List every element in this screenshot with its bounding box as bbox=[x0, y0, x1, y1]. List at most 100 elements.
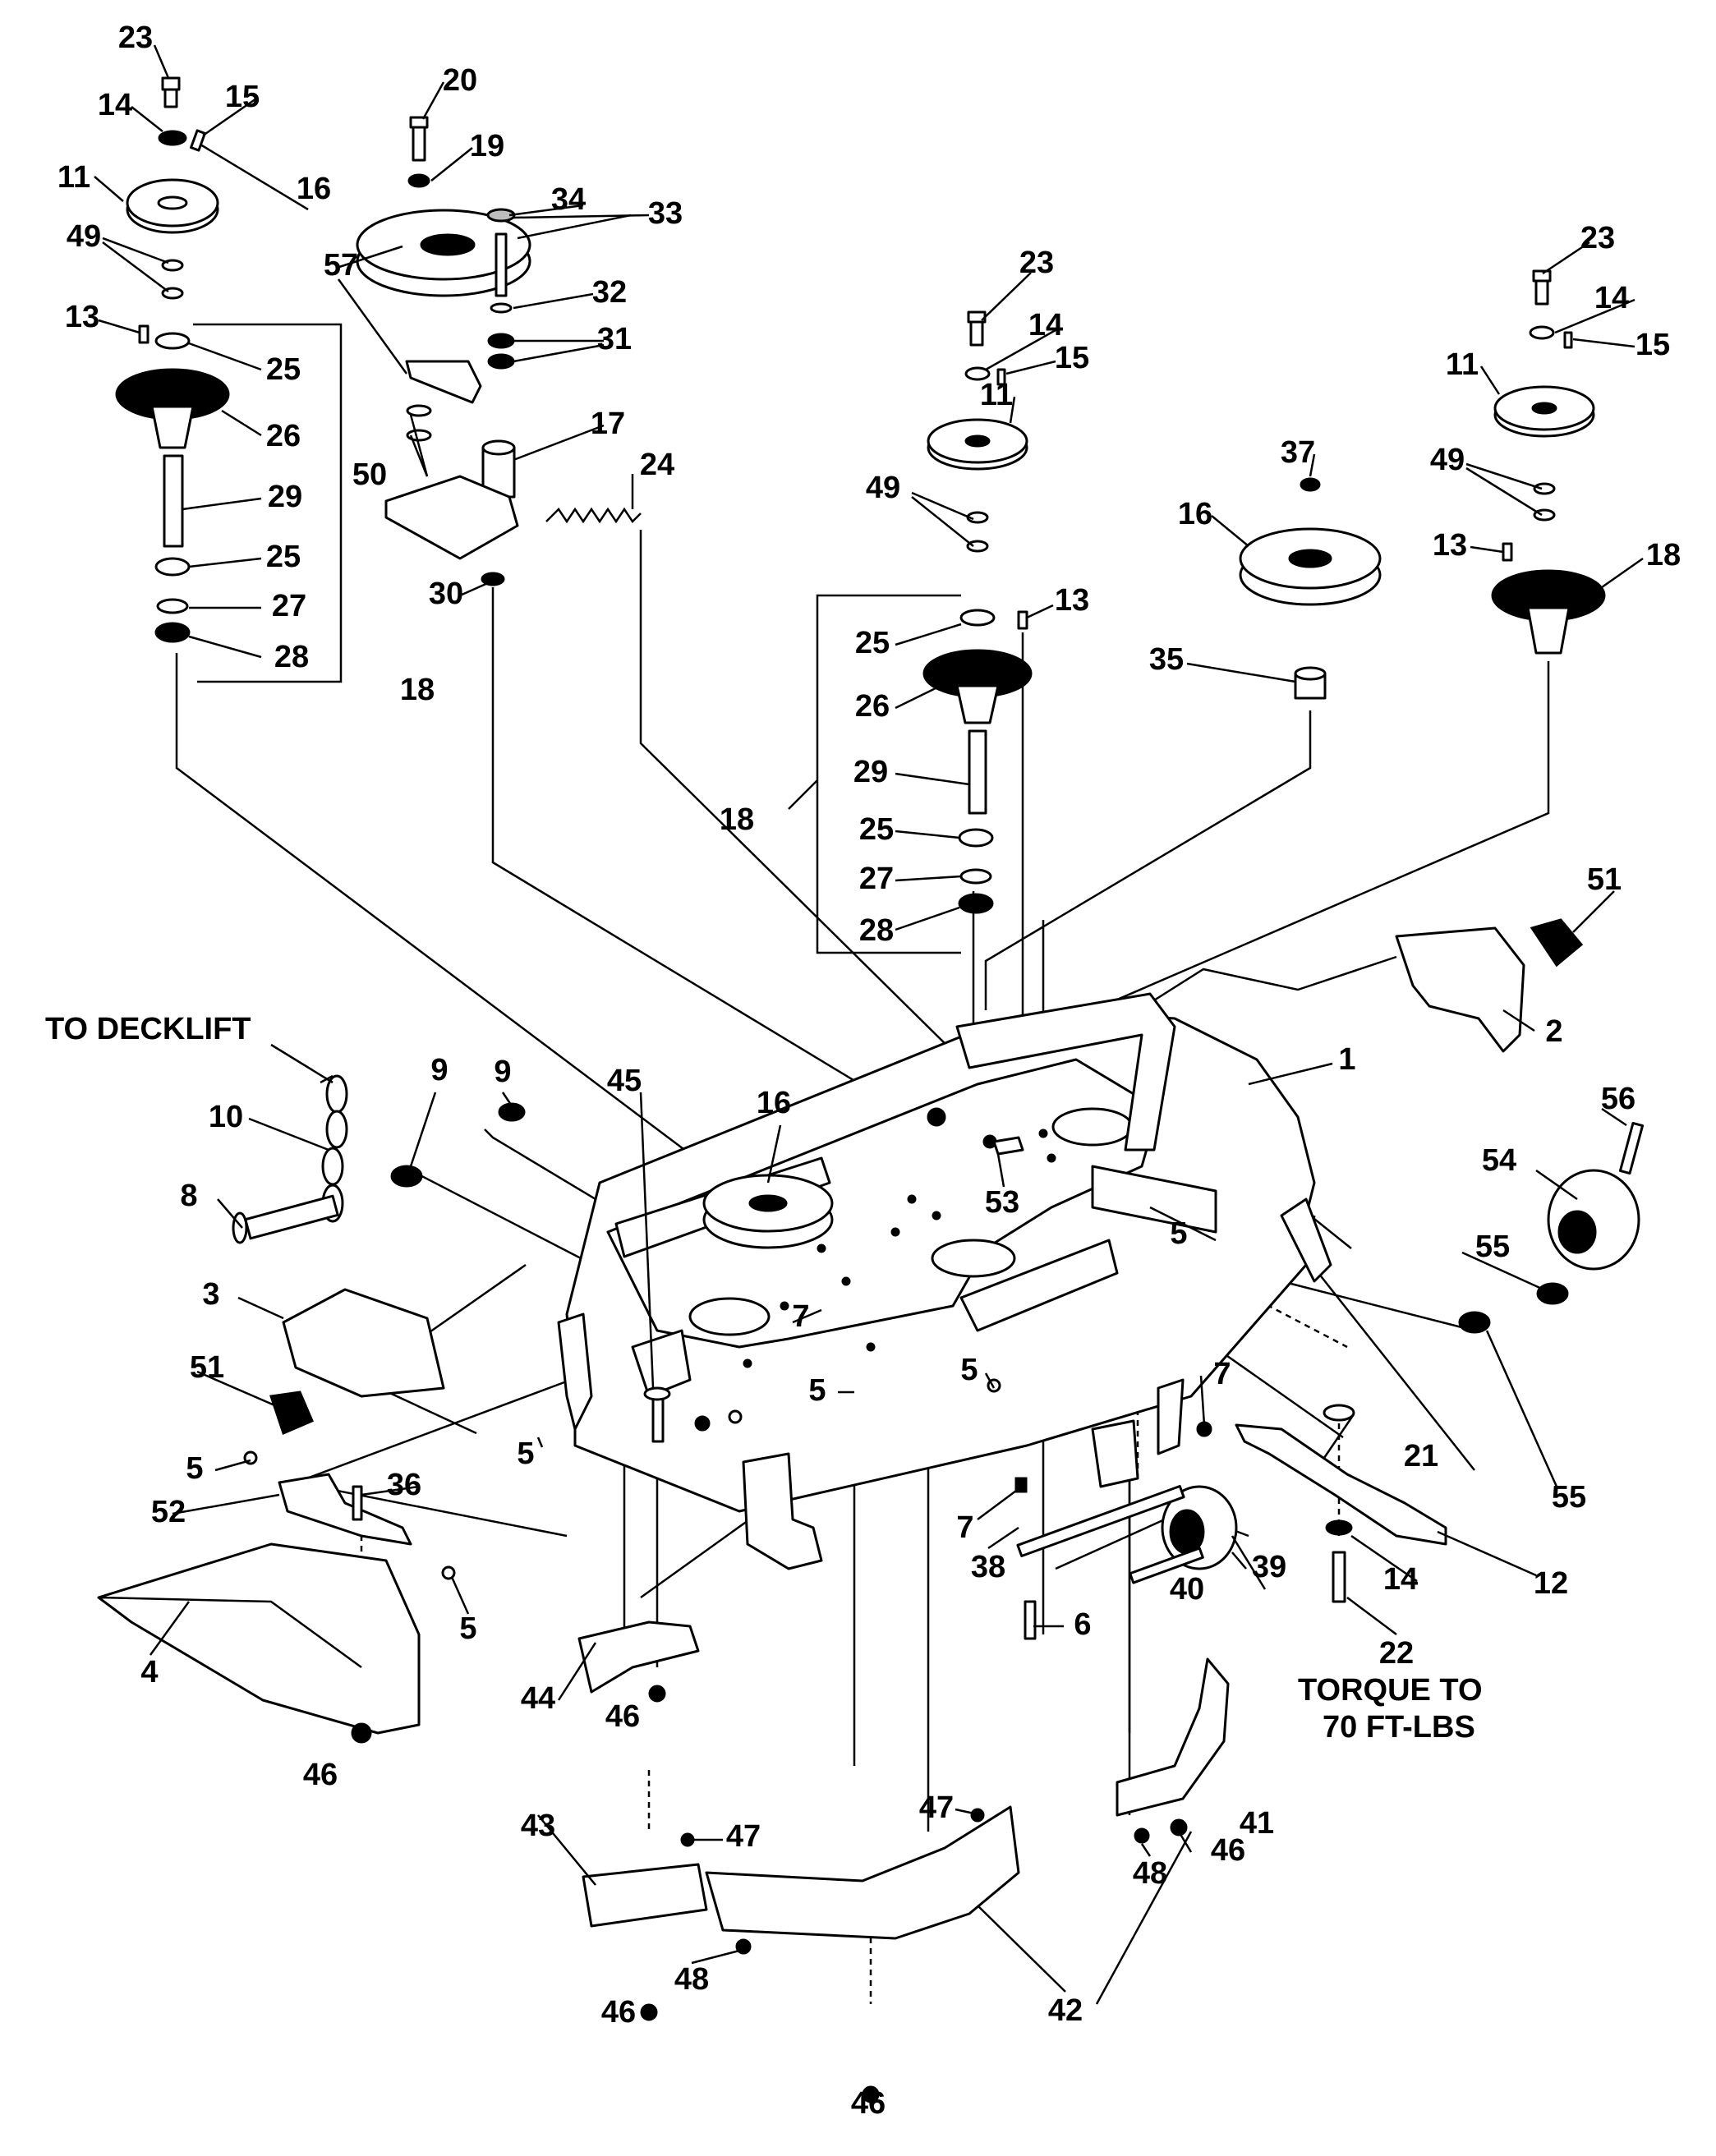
nut-37-icon bbox=[1300, 477, 1321, 492]
callout-label: 7 bbox=[1213, 1357, 1231, 1391]
axle-38-icon bbox=[1016, 1485, 1185, 1557]
callout-label: 18 bbox=[400, 673, 435, 707]
callout-label: 57 bbox=[324, 248, 358, 283]
callout-label: 46 bbox=[605, 1699, 640, 1734]
discharge-chute-4 bbox=[97, 1450, 456, 1735]
center-spindle-assembly bbox=[922, 310, 1033, 914]
callout-label: 20 bbox=[443, 63, 477, 98]
callout-label: 3 bbox=[202, 1277, 219, 1312]
nut-14r-icon bbox=[1529, 325, 1555, 340]
callout-label: 15 bbox=[1635, 328, 1670, 362]
bolt-20-icon bbox=[412, 122, 426, 162]
callout-label: 51 bbox=[190, 1350, 224, 1385]
callout-label: 29 bbox=[268, 480, 302, 514]
callout-label: 46 bbox=[303, 1758, 338, 1792]
callout-label: 5 bbox=[459, 1611, 476, 1646]
callout-label: 36 bbox=[387, 1468, 421, 1502]
callout-label: 5 bbox=[517, 1437, 534, 1471]
callout-label: 42 bbox=[1048, 1993, 1083, 2028]
callout-leaders bbox=[94, 44, 1644, 2005]
callout-label: 49 bbox=[67, 219, 101, 254]
callout-label: 43 bbox=[521, 1809, 555, 1843]
callout-label: 23 bbox=[1580, 221, 1615, 255]
callout-label: 16 bbox=[297, 172, 331, 206]
callout-label: 40 bbox=[1170, 1572, 1204, 1607]
callout-label: 25 bbox=[855, 626, 890, 660]
baffle-41-icon bbox=[1116, 1657, 1230, 1817]
deck-pulley-16 bbox=[702, 1174, 834, 1249]
callout-label: 11 bbox=[980, 378, 1013, 412]
callout-label: 41 bbox=[1240, 1806, 1274, 1841]
bolt-13c-icon bbox=[1017, 610, 1028, 630]
decklift-chain-10 bbox=[232, 1074, 526, 1244]
baffle-42-icon bbox=[705, 1805, 1020, 1940]
callout-label: 18 bbox=[720, 802, 754, 837]
belt-guide-57-icon bbox=[405, 360, 482, 404]
spindle-shaft-29c-icon bbox=[968, 729, 987, 815]
deck-brackets bbox=[557, 1165, 1332, 1570]
callout-label: 44 bbox=[521, 1681, 555, 1716]
callout-label: 7 bbox=[956, 1510, 973, 1545]
washer-50-icon bbox=[406, 404, 432, 417]
bearing-25c-icon bbox=[959, 609, 996, 627]
callout-label: 23 bbox=[1019, 246, 1054, 280]
callout-label: 23 bbox=[118, 21, 153, 55]
washer-19-icon bbox=[407, 173, 430, 188]
bolt-13r-icon bbox=[1502, 542, 1513, 562]
callout-label: 46 bbox=[601, 1995, 636, 2030]
cover-3 bbox=[269, 1288, 445, 1436]
ring-32-icon bbox=[490, 302, 513, 314]
callout-label: 11 bbox=[1446, 347, 1479, 382]
bolt-13-icon bbox=[138, 324, 150, 344]
callout-label: 24 bbox=[640, 448, 674, 482]
callout-label: 28 bbox=[859, 913, 894, 948]
idler-arm-icon bbox=[384, 475, 519, 560]
bolt-56-icon bbox=[1618, 1121, 1645, 1175]
callout-label: 7 bbox=[792, 1299, 809, 1334]
snap-ring-27c-icon bbox=[959, 868, 992, 885]
spindle-shaft-29-icon bbox=[163, 454, 184, 548]
callout-label: 13 bbox=[65, 300, 99, 334]
callout-label: 2 bbox=[1545, 1014, 1562, 1049]
callout-label: 15 bbox=[1055, 341, 1089, 375]
callout-label: 47 bbox=[919, 1791, 954, 1825]
bearing-25b-icon bbox=[154, 557, 191, 577]
blade-bolt-22-icon bbox=[1332, 1551, 1346, 1603]
callout-label: 34 bbox=[551, 182, 586, 217]
bolt-5-icon bbox=[441, 1565, 456, 1580]
callout-label: 25 bbox=[859, 812, 894, 847]
nut-46d-icon bbox=[862, 2085, 880, 2103]
nut-46a-icon bbox=[648, 1685, 666, 1703]
callout-label: 27 bbox=[272, 589, 306, 623]
callout-label: 27 bbox=[859, 862, 894, 896]
snap-ring-27-icon bbox=[156, 598, 189, 614]
bolt-36-icon bbox=[352, 1485, 363, 1521]
callout-label: 28 bbox=[274, 640, 309, 674]
seal-28c-icon bbox=[958, 893, 994, 914]
callout-label: 25 bbox=[266, 352, 301, 387]
spacer-21-icon bbox=[1323, 1404, 1355, 1422]
washer-49r-icon bbox=[1533, 482, 1556, 495]
callout-label: 10 bbox=[209, 1100, 243, 1134]
nut-14-icon bbox=[158, 130, 187, 146]
spring-24-icon bbox=[545, 507, 642, 524]
bearing-25-icon bbox=[154, 332, 191, 350]
left-spindle-assembly bbox=[115, 76, 230, 643]
nut-7-icon bbox=[1014, 1477, 1028, 1493]
callout-label: 35 bbox=[1149, 642, 1184, 677]
callout-label: 46 bbox=[1211, 1833, 1245, 1868]
assembly-brackets bbox=[193, 323, 961, 954]
callout-label: 11 bbox=[58, 160, 90, 195]
callout-label: 46 bbox=[851, 2086, 886, 2121]
callout-label: 29 bbox=[853, 755, 888, 789]
callout-label: 16 bbox=[1178, 497, 1212, 531]
bolt-33-icon bbox=[495, 232, 508, 297]
seal-28-icon bbox=[154, 622, 191, 643]
callout-label: 13 bbox=[1055, 583, 1089, 618]
callout-label: 22 bbox=[1379, 1636, 1414, 1671]
callout-label: 12 bbox=[1534, 1566, 1568, 1601]
callout-label: 53 bbox=[985, 1185, 1019, 1220]
to-decklift-note: TO DECKLIFT bbox=[45, 1012, 251, 1046]
